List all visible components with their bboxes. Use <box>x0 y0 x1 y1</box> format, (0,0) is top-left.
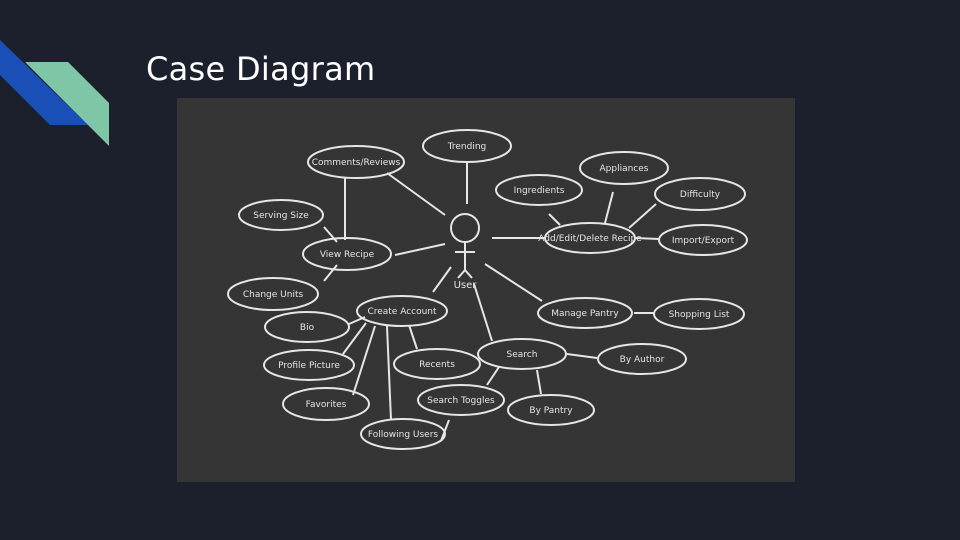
svg-text:Difficulty: Difficulty <box>680 190 721 200</box>
svg-text:Shopping List: Shopping List <box>669 310 730 320</box>
use-case-diagram: User Trending Comments/Reviews Serving S… <box>177 98 795 482</box>
svg-text:Search: Search <box>507 350 538 360</box>
use-case-search: Search <box>477 338 567 370</box>
svg-text:Following Users: Following Users <box>368 430 439 440</box>
svg-text:Add/Edit/Delete Recipe: Add/Edit/Delete Recipe <box>538 234 642 244</box>
use-case-profile-picture: Profile Picture <box>263 349 355 381</box>
svg-text:Bio: Bio <box>300 323 315 333</box>
svg-text:Manage Pantry: Manage Pantry <box>551 309 619 319</box>
use-case-difficulty: Difficulty <box>654 177 746 211</box>
use-case-manage-pantry: Manage Pantry <box>537 297 633 329</box>
svg-text:Favorites: Favorites <box>306 400 347 410</box>
use-case-view-recipe: View Recipe <box>302 237 392 271</box>
svg-text:By Pantry: By Pantry <box>529 406 573 416</box>
use-case-bio: Bio <box>264 311 350 343</box>
use-case-add-edit-delete-recipe: Add/Edit/Delete Recipe <box>538 222 642 254</box>
use-case-ingredients: Ingredients <box>495 174 583 206</box>
use-case-following-users: Following Users <box>360 418 446 450</box>
use-case-appliances: Appliances <box>579 151 669 185</box>
use-case-serving-size: Serving Size <box>238 199 324 231</box>
use-case-shopping-list: Shopping List <box>653 298 745 330</box>
svg-text:Comments/Reviews: Comments/Reviews <box>312 158 401 168</box>
use-case-import-export: Import/Export <box>658 224 748 256</box>
svg-text:Change Units: Change Units <box>243 290 304 300</box>
use-case-create-account: Create Account <box>356 295 448 327</box>
slide-title: Case Diagram <box>146 50 376 88</box>
svg-text:Search Toggles: Search Toggles <box>427 396 495 406</box>
svg-text:By Author: By Author <box>620 355 665 365</box>
svg-text:Serving Size: Serving Size <box>253 211 309 221</box>
use-case-favorites: Favorites <box>282 387 370 421</box>
svg-text:Trending: Trending <box>447 142 487 152</box>
use-case-recents: Recents <box>393 348 481 380</box>
svg-text:Import/Export: Import/Export <box>672 236 735 246</box>
svg-text:Create Account: Create Account <box>367 307 437 317</box>
actor-label: User <box>454 280 478 291</box>
svg-text:Appliances: Appliances <box>600 164 649 174</box>
svg-text:Ingredients: Ingredients <box>514 186 565 196</box>
svg-text:Recents: Recents <box>419 360 455 370</box>
use-case-comments-reviews: Comments/Reviews <box>307 145 405 179</box>
use-case-by-pantry: By Pantry <box>507 394 595 426</box>
diagram-connectors <box>323 162 660 442</box>
use-case-search-toggles: Search Toggles <box>417 384 505 416</box>
svg-text:View Recipe: View Recipe <box>320 250 375 260</box>
corner-decoration <box>0 40 109 146</box>
svg-text:Profile Picture: Profile Picture <box>278 361 340 371</box>
use-case-by-author: By Author <box>597 343 687 375</box>
user-actor-icon <box>450 213 480 279</box>
use-case-change-units: Change Units <box>227 277 319 311</box>
use-case-trending: Trending <box>422 129 512 163</box>
